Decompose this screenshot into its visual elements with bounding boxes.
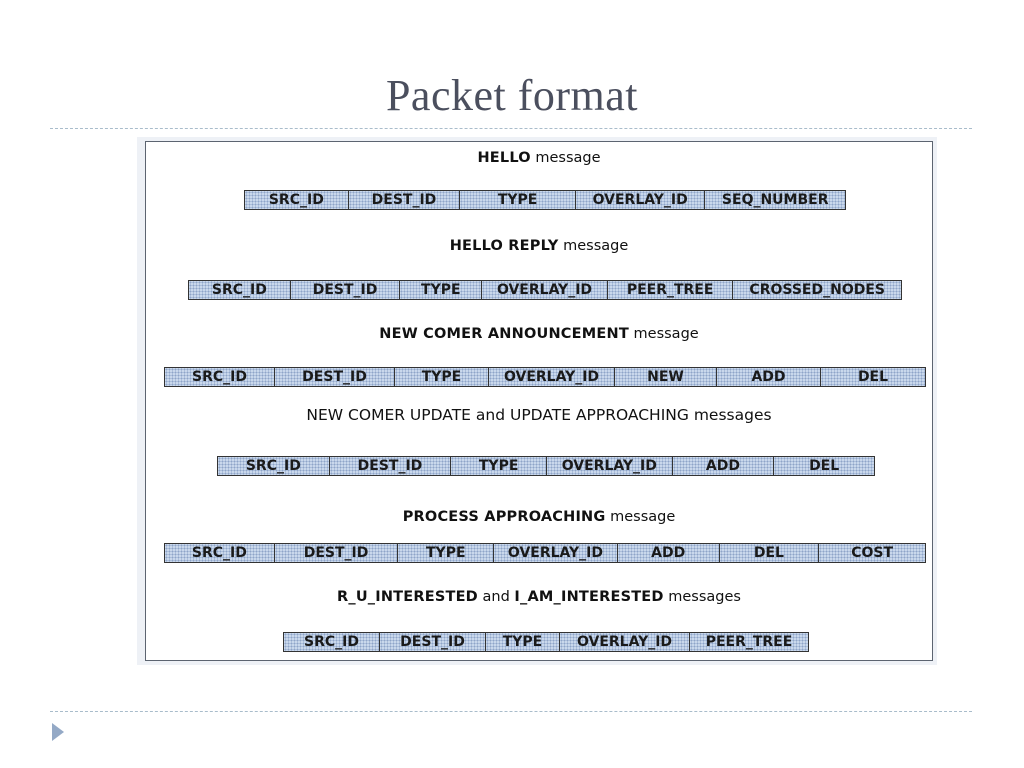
message-conjunction: and (477, 589, 515, 605)
field-src-id: SRC_ID (189, 281, 291, 299)
title-divider (50, 128, 972, 129)
footer-divider (50, 711, 972, 712)
field-overlay-id: OVERLAY_ID (482, 281, 608, 299)
field-dest-id: DEST_ID (329, 457, 452, 475)
field-src-id: SRC_ID (245, 191, 349, 209)
field-peer-tree: PEER_TREE (690, 633, 808, 651)
field-type: TYPE (400, 281, 483, 299)
message-name-second: I_AM_INTERESTED (514, 589, 664, 605)
field-overlay-id: OVERLAY_ID (575, 191, 706, 209)
message-title-new-comer-update: NEW COMER UPDATE and UPDATE APPROACHING … (146, 405, 932, 425)
packet-new-comer-update: SRC_ID DEST_ID TYPE OVERLAY_ID ADD DEL (217, 456, 875, 476)
packet-hello: SRC_ID DEST_ID TYPE OVERLAY_ID SEQ_NUMBE… (244, 190, 846, 210)
field-overlay-id: OVERLAY_ID (560, 633, 690, 651)
field-src-id: SRC_ID (284, 633, 380, 651)
field-dest-id: DEST_ID (275, 368, 395, 386)
field-type: TYPE (486, 633, 560, 651)
packet-interested: SRC_ID DEST_ID TYPE OVERLAY_ID PEER_TREE (283, 632, 809, 652)
field-del: DEL (774, 457, 874, 475)
packet-new-comer-announcement: SRC_ID DEST_ID TYPE OVERLAY_ID NEW ADD D… (164, 367, 926, 387)
message-name: NEW COMER UPDATE (306, 406, 471, 424)
field-peer-tree: PEER_TREE (607, 281, 734, 299)
field-overlay-id: OVERLAY_ID (546, 457, 673, 475)
field-type: TYPE (395, 368, 489, 386)
message-name: HELLO (477, 150, 531, 166)
field-type: TYPE (460, 191, 576, 209)
message-title-hello: HELLO message (146, 148, 932, 168)
field-add: ADD (672, 457, 775, 475)
packet-process-approaching: SRC_ID DEST_ID TYPE OVERLAY_ID ADD DEL C… (164, 543, 926, 563)
message-suffix: message (530, 150, 601, 166)
message-suffix: message (605, 509, 676, 525)
triangle-bullet-icon (52, 723, 64, 741)
message-title-interested: R_U_INTERESTED and I_AM_INTERESTED messa… (146, 587, 932, 607)
field-src-id: SRC_ID (218, 457, 330, 475)
message-suffix: messages (663, 589, 741, 605)
field-overlay-id: OVERLAY_ID (494, 544, 618, 562)
message-conjunction: and (470, 406, 510, 424)
slide-title: Packet format (385, 71, 639, 120)
message-name-second: UPDATE APPROACHING (509, 406, 689, 424)
field-src-id: SRC_ID (165, 368, 275, 386)
packet-hello-reply: SRC_ID DEST_ID TYPE OVERLAY_ID PEER_TREE… (188, 280, 902, 300)
message-title-new-comer-announcement: NEW COMER ANNOUNCEMENT message (146, 324, 932, 344)
field-dest-id: DEST_ID (274, 544, 399, 562)
field-overlay-id: OVERLAY_ID (489, 368, 615, 386)
message-name: PROCESS APPROACHING (402, 509, 606, 525)
field-src-id: SRC_ID (165, 544, 275, 562)
message-title-hello-reply: HELLO REPLY message (146, 236, 932, 256)
message-title-process-approaching: PROCESS APPROACHING message (146, 507, 932, 527)
field-type: TYPE (451, 457, 547, 475)
figure-frame: HELLO message SRC_ID DEST_ID TYPE OVERLA… (145, 141, 933, 661)
message-suffix: message (628, 326, 699, 342)
field-del: DEL (821, 368, 925, 386)
field-del: DEL (719, 544, 820, 562)
message-name: NEW COMER ANNOUNCEMENT (379, 326, 629, 342)
message-name: HELLO REPLY (449, 238, 559, 254)
field-add: ADD (617, 544, 720, 562)
field-new: NEW (615, 368, 717, 386)
message-suffix: messages (688, 406, 772, 424)
message-suffix: message (558, 238, 629, 254)
field-seq-number: SEQ_NUMBER (705, 191, 845, 209)
field-cost: COST (819, 544, 925, 562)
packet-format-figure: HELLO message SRC_ID DEST_ID TYPE OVERLA… (137, 137, 937, 665)
field-dest-id: DEST_ID (348, 191, 461, 209)
field-crossed-nodes: CROSSED_NODES (733, 281, 901, 299)
field-add: ADD (717, 368, 821, 386)
field-type: TYPE (398, 544, 495, 562)
field-dest-id: DEST_ID (380, 633, 486, 651)
field-dest-id: DEST_ID (290, 281, 401, 299)
message-name: R_U_INTERESTED (337, 589, 478, 605)
